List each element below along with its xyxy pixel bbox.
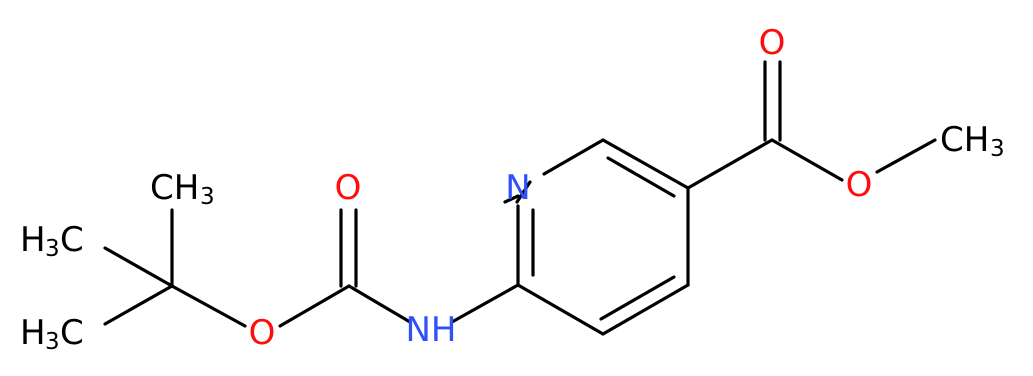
bond-cq-methyl-bottom [103, 284, 174, 326]
bond-c2-nh [450, 283, 520, 324]
bond-c6-c5 [601, 138, 690, 190]
atom-methyl-tbu-top: CH 3 [150, 168, 215, 210]
atom-methyl-tbu-left: H 3 C [20, 220, 84, 262]
atom-o-carbamate-ether: O [249, 313, 276, 353]
bond-c3-c2 [516, 283, 605, 336]
bond-o-ether-cq [170, 284, 247, 328]
bond-cq-methyl-left [103, 246, 174, 288]
bond-c4-c3 [601, 283, 690, 336]
atom-o-carbamate-carbonyl: O [335, 168, 362, 208]
svg-text:H: H [20, 313, 46, 353]
bond-n-c2 [515, 180, 532, 204]
svg-text:C: C [60, 220, 84, 260]
bond-n-c2-b [503, 194, 520, 204]
svg-text:3: 3 [45, 236, 60, 262]
svg-text:H: H [20, 220, 46, 260]
svg-text:CH: CH [150, 168, 199, 208]
svg-text:3: 3 [45, 329, 60, 355]
bond-o-ether-methyl [875, 138, 937, 174]
bonds [103, 60, 937, 336]
svg-text:CH: CH [940, 120, 989, 160]
bond-ccarbonyl-o-ether [770, 138, 844, 182]
bond-nh-ccarbamate [347, 284, 412, 324]
atom-methyl-tbu-bottom: H 3 C [20, 313, 84, 355]
bond-c6-c5-inner [606, 156, 676, 198]
bond-c4-c3-inner [599, 275, 676, 321]
atom-methyl-ester: CH 3 [940, 120, 1005, 162]
svg-text:3: 3 [200, 184, 215, 210]
atom-o-ester-ether: O [846, 165, 873, 205]
bond-n-c6 [542, 138, 605, 176]
atom-nh: NH [406, 310, 457, 350]
svg-text:3: 3 [990, 136, 1005, 162]
atom-labels: N NH O O O O CH 3 CH 3 H 3 C H 3 [20, 23, 1005, 355]
atom-o-ester-carbonyl: O [759, 23, 786, 63]
atom-n-ring: N [505, 168, 530, 208]
svg-text:C: C [60, 313, 84, 353]
bond-c5-ccarbonyl [686, 138, 774, 190]
bond-ccarbamate-o-ether [278, 284, 351, 328]
